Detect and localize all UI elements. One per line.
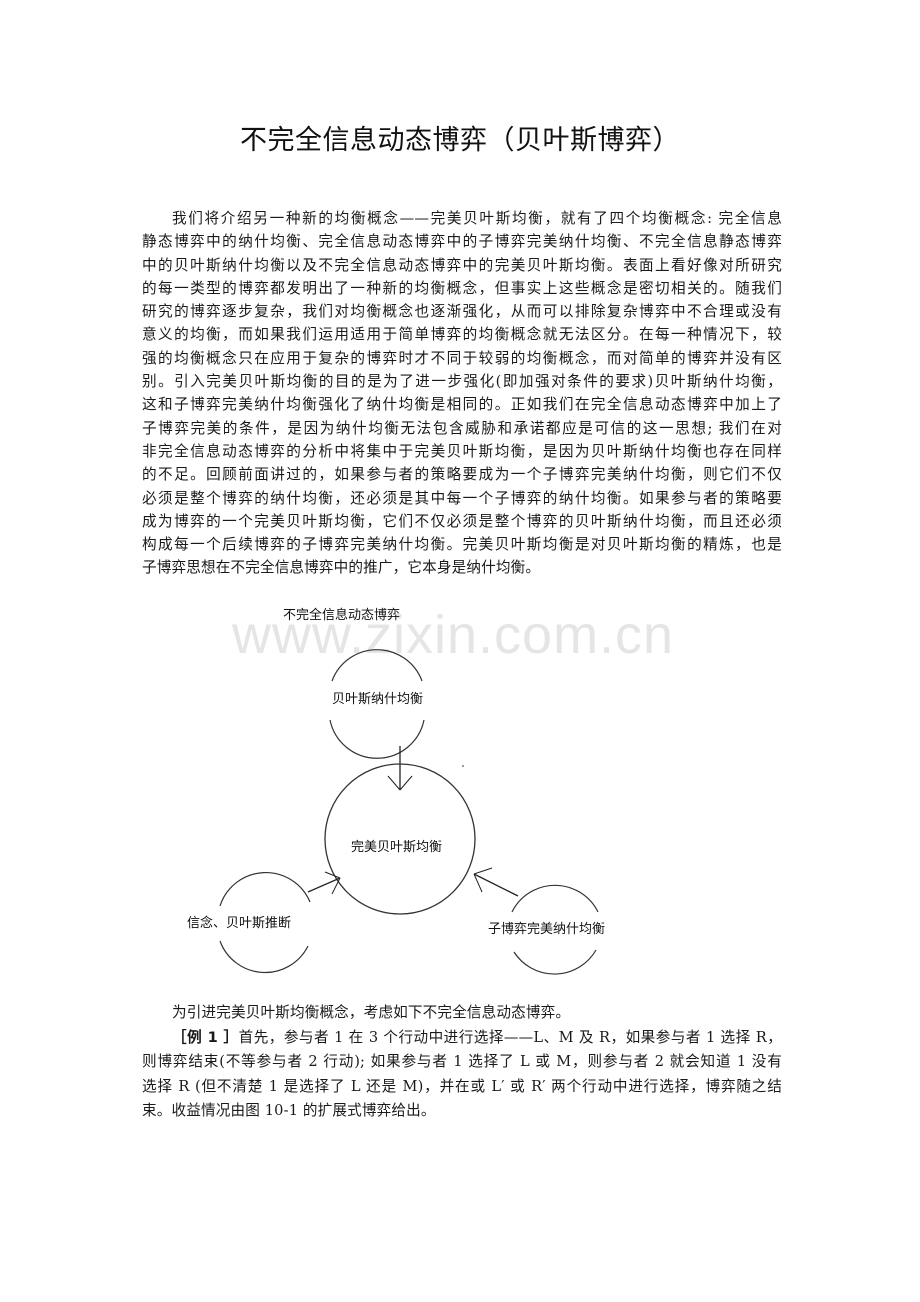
paragraph-line: 非完全信息动态博弈的分析中将集中于完美贝叶斯均衡，是因为贝叶斯纳什均衡也存在同样	[142, 442, 782, 460]
intro-paragraph: 我们将介绍另一种新的均衡概念——完美贝叶斯均衡，就有了四个均衡概念: 完全信息 …	[142, 207, 782, 580]
paragraph-line: 构成每一个后续博弈的子博弈完美纳什均衡。完美贝叶斯均衡是对贝叶斯均衡的精炼，也是	[142, 536, 782, 554]
diagram-graphics	[219, 649, 599, 975]
diagram-caption: 不完全信息动态博弈	[283, 608, 401, 623]
paragraph-line: 别。引入完美贝叶斯均衡的目的是为了进一步强化(即加强对条件的要求)贝叶斯纳什均衡…	[142, 373, 782, 391]
example-line: 选择 R (但不清楚 1 是选择了 L 还是 M)，并在或 L′ 或 R′ 两个…	[142, 1077, 782, 1095]
node-beliefs-bayes: 信念、贝叶斯推断	[187, 916, 292, 931]
paragraph-line: 静态博弈中的纳什均衡、完全信息动态博弈中的子博弈完美纳什均衡、不完全信息静态博弈	[142, 233, 782, 251]
paragraph-line: 这和子博弈完美纳什均衡强化了纳什均衡是相同的。正如我们在完全信息动态博弈中加上了	[142, 396, 782, 414]
concept-diagram: 不完全信息动态博弈 贝叶斯纳什均衡 完美贝叶斯均衡 信念、贝叶斯推断 子博弈完美…	[180, 596, 640, 986]
example-line: 则博弈结束(不等参与者 2 行动); 如果参与者 1 选择了 L 或 M，则参与…	[142, 1053, 782, 1070]
example-paragraph: 为引进完美贝叶斯均衡概念，考虑如下不完全信息动态博弈。 ［例 1 ］首先，参与者…	[142, 1001, 782, 1124]
paragraph-line: 我们将介绍另一种新的均衡概念——完美贝叶斯均衡，就有了四个均衡概念: 完全信息	[172, 210, 782, 227]
paragraph-line: 必须是整个博弈的纳什均衡，还必须是其中每一个子博弈的纳什均衡。如果参与者的策略要	[142, 489, 782, 507]
paragraph-line: 研究的博弈逐步复杂，我们对均衡概念也逐渐强化，从而可以排除复杂博弈中不合理或没有	[142, 303, 782, 321]
document-title: 不完全信息动态博弈（贝叶斯博弈）	[240, 125, 680, 156]
example-text: 首先，参与者 1 在 3 个行动中进行选择——L、M 及 R，如果参与者 1 选…	[238, 1028, 783, 1046]
example-line: 束。收益情况由图 10-1 的扩展式博弈给出。	[142, 1102, 436, 1119]
paragraph-line: 子博弈完美的条件，是因为纳什均衡无法包含威胁和承诺都应是可信的这一思想; 我们在…	[142, 419, 782, 437]
example-label: ［例 1 ］	[172, 1028, 239, 1046]
node-spne: 子博弈完美纳什均衡	[488, 922, 606, 937]
paragraph-line: 的不足。回顾前面讲过的，如果参与者的策略要成为一个子博弈完美纳什均衡，则它们不仅	[142, 466, 782, 484]
node-perfect-bayesian: 完美贝叶斯均衡	[351, 840, 443, 855]
paragraph-line: 意义的均衡，而如果我们运用适用于简单博弈的均衡概念就无法区分。在每一种情况下，较	[142, 326, 782, 344]
paragraph-line: 中的贝叶斯纳什均衡以及不完全信息动态博弈中的完美贝叶斯均衡。表面上看好像对所研究	[142, 256, 782, 274]
paragraph-line: 为引进完美贝叶斯均衡概念，考虑如下不完全信息动态博弈。	[172, 1004, 571, 1021]
paragraph-line: 的每一类型的博弈都发明出了一种新的均衡概念，但事实上这些概念是密切相关的。随我们	[142, 279, 782, 297]
node-bayesian-nash: 贝叶斯纳什均衡	[332, 692, 424, 707]
paragraph-line: 强的均衡概念只在应用于复杂的博弈时才不同于较弱的均衡概念，而对简单的博弈并没有区	[142, 349, 782, 367]
paragraph-line: 成为博弈的一个完美贝叶斯均衡，它们不仅必须是整个博弈的贝叶斯纳什均衡，而且还必须	[142, 512, 782, 530]
paragraph-line: 子博弈思想在不完全信息博弈中的推广，它本身是纳什均衡。	[142, 559, 541, 577]
example-line: ［例 1 ］首先，参与者 1 在 3 个行动中进行选择——L、M 及 R，如果参…	[142, 1026, 782, 1051]
